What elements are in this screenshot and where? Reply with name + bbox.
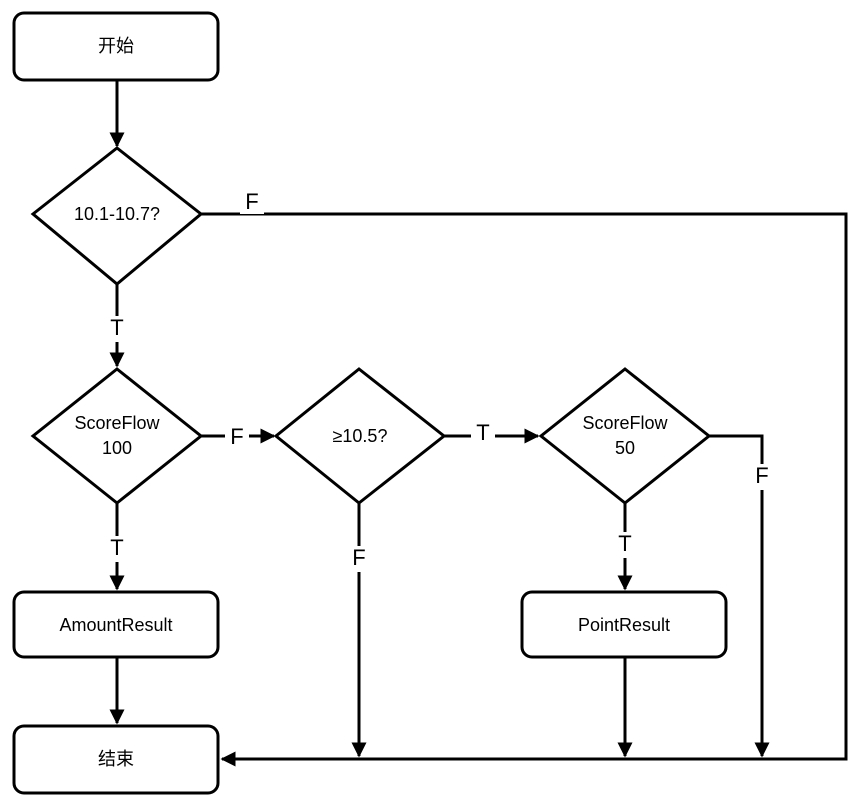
- sf100-false-label: F: [230, 424, 243, 449]
- date-range-decision-label: 10.1-10.7?: [74, 204, 160, 224]
- ge105-false-label-bg: [347, 546, 371, 572]
- ge-10-5-decision-label: ≥10.5?: [333, 426, 388, 446]
- start-node: [12, 11, 220, 82]
- ge-10-5-decision: [273, 367, 447, 505]
- ge105-true-label: T: [476, 420, 489, 445]
- point-result-label: PointResult: [578, 615, 670, 635]
- end-node: [12, 724, 220, 795]
- scoreflow-50-decision: [538, 367, 712, 505]
- scoreflow-100-label-line1: ScoreFlow: [74, 413, 160, 433]
- sf100-true-label: T: [110, 535, 123, 560]
- scoreflow-50-label-line2: 50: [615, 438, 635, 458]
- date-true-label-bg: [105, 316, 129, 342]
- start-node-label: 开始: [98, 36, 134, 56]
- sf50-true-label-bg: [613, 532, 637, 558]
- sf50-false-label-bg: [750, 464, 774, 490]
- scoreflow-100-decision: [30, 367, 204, 505]
- edge-sf50-false: [709, 434, 770, 758]
- ge105-false-label: F: [352, 545, 365, 570]
- end-node-label: 结束: [98, 749, 134, 769]
- sf100-false-label-bg: [225, 425, 249, 449]
- ge105-true-label-bg: [471, 422, 495, 448]
- scoreflow-100-label-line2: 100: [102, 438, 132, 458]
- date-false-label-bg: [240, 190, 264, 214]
- date-false-label: F: [245, 189, 258, 214]
- date-true-label: T: [110, 315, 123, 340]
- amount-result-label: AmountResult: [59, 615, 172, 635]
- sf50-false-label: F: [755, 463, 768, 488]
- date-range-decision: [30, 146, 204, 286]
- point-result-node: [520, 590, 728, 659]
- amount-result-node: [12, 590, 220, 659]
- sf100-true-label-bg: [105, 536, 129, 562]
- sf50-true-label: T: [618, 531, 631, 556]
- scoreflow-50-label-line1: ScoreFlow: [582, 413, 668, 433]
- edge-date-false: [201, 212, 848, 767]
